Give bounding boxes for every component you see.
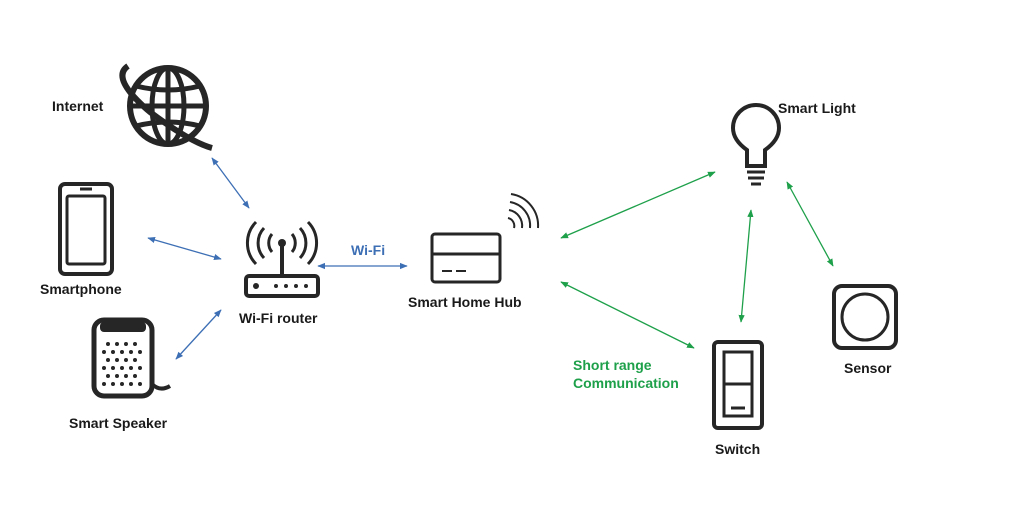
speaker-grille-dot (106, 374, 110, 378)
speaker-grille-dot (115, 342, 119, 346)
switch-icon (712, 340, 764, 430)
smartphone-icon (58, 182, 114, 276)
link-hub-smart-light (560, 171, 716, 239)
connection-lines (147, 157, 834, 360)
speaker-grille-dot (106, 342, 110, 346)
router-icon (244, 220, 320, 298)
speaker-grille-dot (133, 342, 137, 346)
link-hub-switch (560, 281, 695, 349)
short-range-label-line1: Short range (573, 357, 652, 373)
speaker-grille-dot (124, 342, 128, 346)
speaker-grille-dot (129, 350, 133, 354)
speaker-grille-dot (115, 374, 119, 378)
node-label-switch: Switch (715, 441, 761, 457)
bulb-icon (730, 103, 782, 186)
speaker-grille-dot (102, 350, 106, 354)
hub-icon (430, 193, 540, 284)
speaker-grille-dot (111, 366, 115, 370)
speaker-grille-dot (102, 366, 106, 370)
speaker-grille-dot (124, 358, 128, 362)
speaker-grille-dot (129, 366, 133, 370)
link-smart-speaker-router (175, 309, 222, 360)
node-label-smart-light: Smart Light (778, 100, 856, 116)
speaker-grille-dot (138, 350, 142, 354)
node-label-sensor: Sensor (844, 360, 892, 376)
speaker-grille-dot (120, 382, 124, 386)
speaker-grille-dot (111, 350, 115, 354)
speaker-grille-dot (129, 382, 133, 386)
node-label-router: Wi-Fi router (239, 310, 318, 326)
speaker-grille-dot (115, 358, 119, 362)
speaker-grille-dot (120, 350, 124, 354)
link-smart-light-sensor (786, 181, 834, 267)
node-label-smartphone: Smartphone (40, 281, 122, 297)
speaker-grille-dot (138, 382, 142, 386)
speaker-grille-dot (106, 358, 110, 362)
speaker-icon (91, 317, 172, 399)
speaker-grille-dot (111, 382, 115, 386)
link-smart-light-switch (738, 209, 754, 323)
node-label-internet: Internet (52, 98, 104, 114)
node-label-hub: Smart Home Hub (408, 294, 522, 310)
globe-icon (119, 63, 213, 151)
speaker-grille-dot (133, 358, 137, 362)
short-range-label-line2: Communication (573, 375, 679, 391)
wifi-link-label: Wi-Fi (351, 242, 386, 258)
link-internet-router (211, 157, 250, 209)
node-label-smart-speaker: Smart Speaker (69, 415, 168, 431)
speaker-grille-dot (120, 366, 124, 370)
sensor-icon (832, 284, 898, 350)
speaker-grille-dot (124, 374, 128, 378)
speaker-grille-dot (102, 382, 106, 386)
speaker-grille-dot (133, 374, 137, 378)
link-smartphone-router (147, 236, 222, 261)
speaker-grille-dot (138, 366, 142, 370)
